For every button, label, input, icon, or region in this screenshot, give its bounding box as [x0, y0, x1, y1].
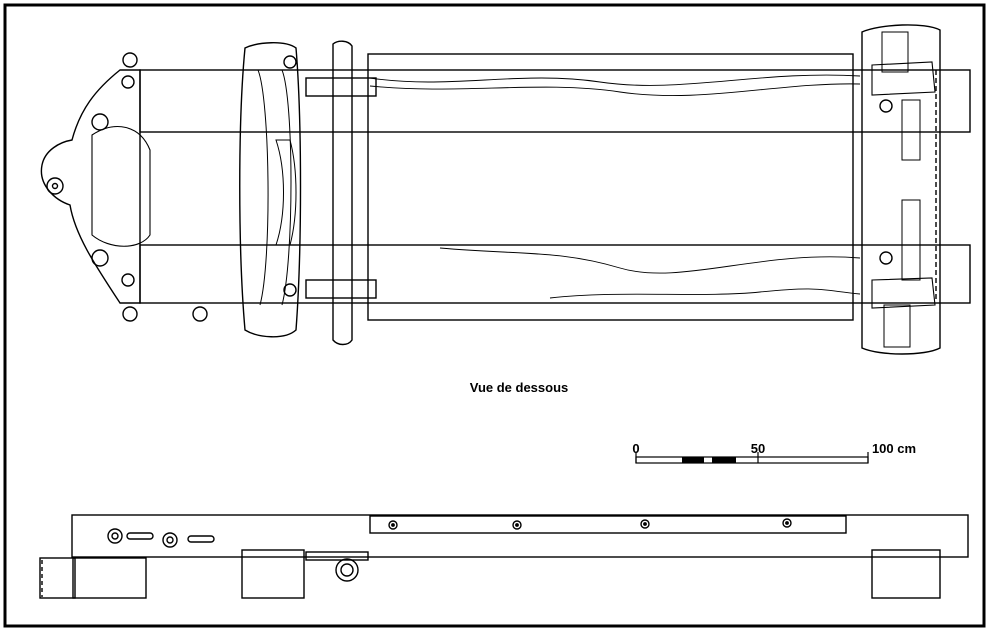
rear-iron-band	[871, 61, 936, 96]
rear-plate	[881, 31, 909, 73]
ring	[122, 52, 138, 68]
scale-bar	[635, 452, 869, 464]
side-ring-hole	[166, 536, 174, 544]
rivet	[640, 519, 650, 529]
rivet	[879, 251, 893, 265]
rivet-center	[643, 522, 647, 526]
front-axle	[239, 42, 302, 338]
side-slot	[187, 535, 215, 543]
front-axle-plate-edge	[281, 69, 292, 306]
scale-bar-segment	[682, 457, 704, 463]
front-axle-plate-edge	[257, 69, 269, 306]
small-bracket	[305, 551, 369, 561]
rivet	[283, 55, 297, 69]
ring	[122, 306, 138, 322]
scale-bar-outline	[635, 456, 869, 464]
wood-grain-4	[549, 288, 861, 299]
side-slot	[126, 532, 154, 540]
wood-grain-2	[369, 83, 861, 96]
central-board	[367, 53, 854, 321]
scale-label-100: 100 cm	[872, 441, 916, 456]
rivet	[121, 273, 135, 287]
iron-strap	[305, 77, 377, 97]
side-ring	[107, 528, 123, 544]
front-foot	[72, 557, 147, 599]
middle-foot	[241, 549, 305, 599]
rivet	[91, 249, 109, 267]
rear-iron-band	[871, 277, 936, 309]
rivet	[512, 520, 522, 530]
figure-caption: Vue de dessous	[470, 380, 569, 395]
iron-strap	[305, 279, 377, 299]
upper-rail	[139, 69, 971, 133]
bottom-view	[40, 24, 971, 355]
cross-bar	[332, 40, 353, 346]
rivet	[782, 518, 792, 528]
side-ring-hole	[111, 532, 119, 540]
rivet-center	[515, 523, 519, 527]
rivet-center	[785, 521, 789, 525]
rear-plate	[883, 304, 911, 348]
rivet	[91, 113, 109, 131]
axle-inner-plate	[275, 139, 297, 246]
wood-grain-3	[439, 247, 861, 274]
scale-label-50: 50	[751, 441, 765, 456]
side-view	[39, 514, 969, 599]
hanging-ring-inner	[340, 563, 354, 577]
scale-label-0: 0	[632, 441, 639, 456]
rivet	[879, 99, 893, 113]
rear-foot	[871, 549, 941, 599]
side-board	[369, 515, 847, 534]
rear-plate	[901, 99, 921, 161]
rear-axle	[861, 24, 941, 355]
rivet	[388, 520, 398, 530]
ring	[192, 306, 208, 322]
rivet-center	[391, 523, 395, 527]
rivet	[121, 75, 135, 89]
rivet	[283, 283, 297, 297]
front-end-block	[39, 557, 76, 599]
scale-bar-segment	[712, 457, 736, 463]
wood-grain-1	[369, 74, 861, 86]
rear-plate	[901, 199, 921, 281]
hanging-ring	[335, 558, 359, 582]
front-ring	[46, 177, 64, 195]
outer-border	[3, 3, 986, 628]
side-ring	[162, 532, 178, 548]
front-iron-plate	[91, 126, 151, 247]
side-frame	[71, 514, 969, 558]
front-head	[40, 69, 141, 304]
front-ring-hole	[51, 182, 59, 190]
